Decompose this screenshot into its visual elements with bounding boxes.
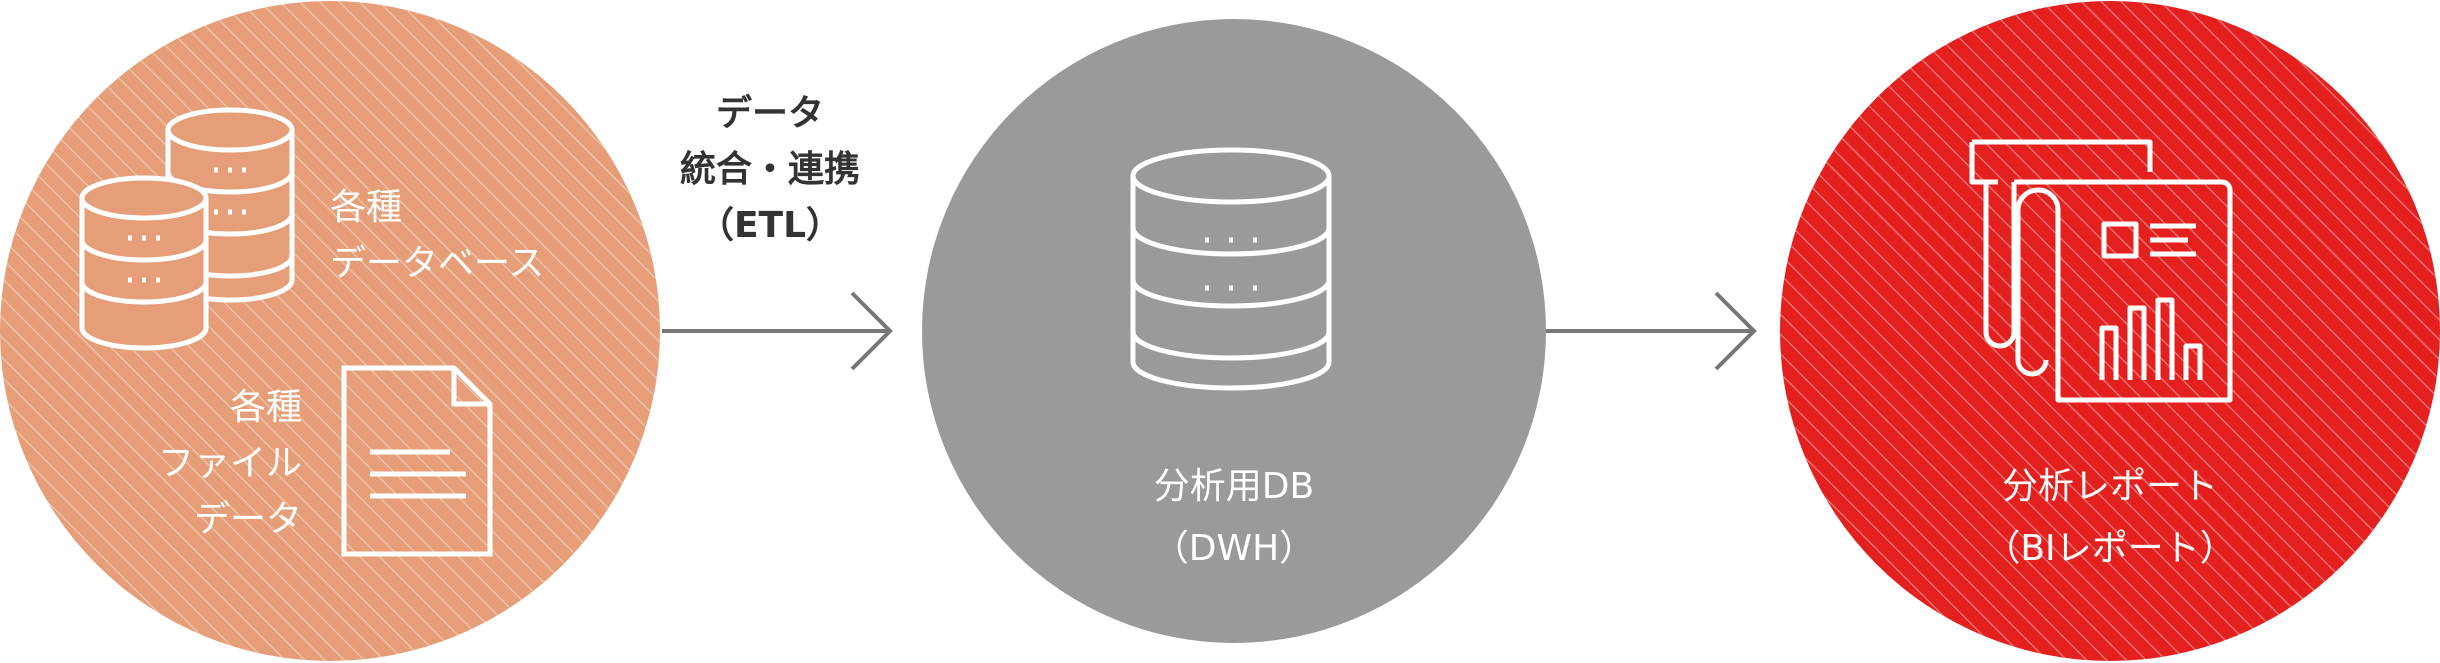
- etl-label-line2: 統合・連携: [679, 149, 860, 190]
- files-label-line2: ファイル: [157, 443, 302, 484]
- dwh-label-line2: （DWH）: [1152, 528, 1316, 569]
- sources-hatch: [0, 1, 660, 661]
- databases-label: 各種 データベース: [330, 180, 544, 292]
- files-label-line1: 各種: [229, 387, 302, 428]
- sources-node: [0, 1, 660, 661]
- etl-label-line1: データ: [715, 93, 824, 134]
- database-icon: [79, 107, 295, 351]
- file-icon: [341, 365, 493, 557]
- dwh-circle: [922, 19, 1546, 643]
- arrow-etl: [662, 291, 893, 371]
- etl-label-line3: （ETL）: [697, 205, 843, 246]
- report-icon: [1969, 139, 2233, 403]
- report-hatch: [1780, 1, 2440, 661]
- databases-label-line1: 各種: [330, 187, 403, 228]
- report-node: [1780, 1, 2440, 661]
- dwh-node: [922, 19, 1546, 643]
- databases-label-line2: データベース: [330, 243, 545, 284]
- dwh-label-line1: 分析用DB: [1153, 466, 1315, 507]
- dwh-label: 分析用DB （DWH）: [1034, 456, 1434, 580]
- report-label-line1: 分析レポート: [2001, 466, 2218, 507]
- report-label-line2: （BIレポート）: [1984, 528, 2236, 569]
- etl-label: データ 統合・連携 （ETL）: [620, 86, 920, 254]
- files-label: 各種 ファイル データ: [130, 380, 302, 548]
- dwh-database-icon: [1130, 147, 1332, 391]
- arrow-report: [1546, 291, 1757, 371]
- files-label-line3: データ: [193, 499, 302, 540]
- report-label: 分析レポート （BIレポート）: [1910, 456, 2310, 580]
